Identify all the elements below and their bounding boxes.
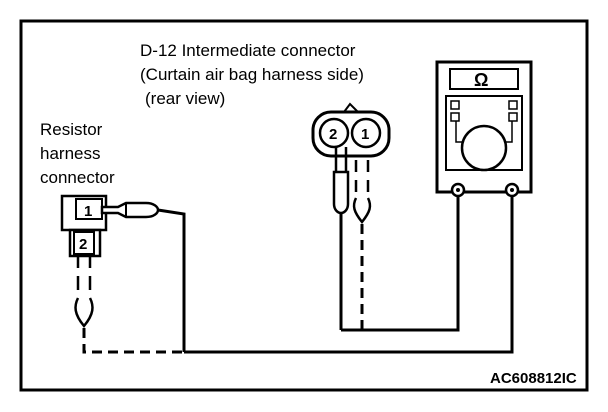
intermediate-connector: 2 1 [311, 102, 391, 158]
return-wire [184, 192, 514, 354]
lead-dashed [82, 328, 184, 354]
probe-resistor-pin1 [100, 201, 186, 352]
connector-pin1-cavity [350, 117, 382, 149]
meter-lead-wire [341, 192, 460, 332]
connector-pin2-cavity [318, 117, 350, 149]
resistor-pin2-label: 2 [79, 236, 87, 253]
connector-caption: D-12 Intermediate connector (Curtain air… [140, 41, 364, 108]
connector-caption-line1: D-12 Intermediate connector [140, 41, 356, 60]
figure-code: AC608812IC [490, 370, 577, 387]
probe-connector-pin2 [332, 147, 350, 330]
resistor-caption: Resistor harness connector [40, 120, 115, 187]
ohmmeter: Ω [435, 60, 533, 198]
connector-pin1-label: 1 [361, 126, 369, 143]
range-indicator-icon [450, 112, 460, 122]
meter-display [449, 68, 519, 90]
resistor-pin1-label: 1 [84, 203, 92, 220]
resistor-harness-connector: 1 2 [60, 194, 108, 258]
resistor-pin2-cavity [73, 231, 95, 255]
connector-caption-line2: (Curtain air bag harness side) [140, 65, 364, 84]
range-indicator-icon [508, 112, 518, 122]
probe-resistor-pin2 [74, 254, 184, 354]
probe-connector-pin1 [352, 160, 372, 330]
resistor-caption-line1: Resistor [40, 120, 103, 139]
resistor-caption-line3: connector [40, 168, 115, 187]
lead-solid [157, 208, 186, 352]
ohm-symbol: Ω [474, 70, 488, 90]
range-indicator-icon [508, 100, 518, 110]
figure-frame [19, 19, 589, 392]
resistor-caption-line2: harness [40, 144, 100, 163]
selector-dial-icon [460, 124, 508, 172]
connector-pin2-label: 2 [329, 126, 337, 143]
range-indicator-icon [450, 100, 460, 110]
connector-caption-line3: (rear view) [145, 89, 225, 108]
